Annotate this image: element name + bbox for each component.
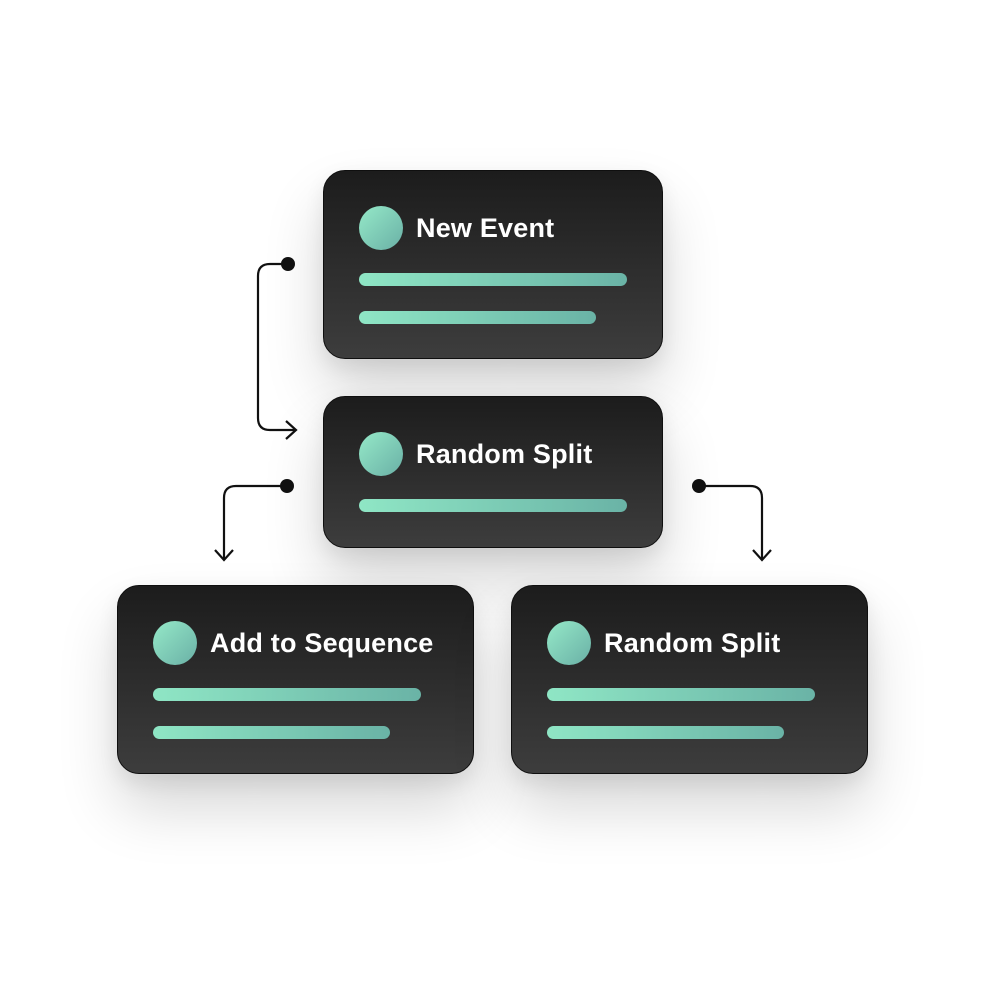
connector-random-split-to-random-split-branch bbox=[692, 479, 772, 562]
connector-start-dot bbox=[281, 257, 295, 271]
arrowhead-down-icon bbox=[214, 549, 234, 562]
node-title: Random Split bbox=[416, 439, 593, 469]
node-avatar-icon bbox=[547, 621, 591, 665]
node-random-split-branch[interactable]: Random Split bbox=[511, 585, 868, 774]
connector-line bbox=[222, 484, 287, 560]
connector-line bbox=[699, 484, 764, 560]
connector-random-split-to-add-to-sequence bbox=[214, 479, 294, 562]
node-title: Random Split bbox=[604, 628, 781, 658]
arrowhead-down-icon bbox=[752, 549, 772, 562]
node-title: Add to Sequence bbox=[210, 628, 434, 658]
arrowhead-right-icon bbox=[285, 420, 298, 440]
placeholder-line bbox=[359, 273, 627, 286]
placeholder-line bbox=[547, 688, 815, 701]
node-random-split[interactable]: Random Split bbox=[323, 396, 663, 548]
node-title: New Event bbox=[416, 213, 555, 243]
placeholder-line bbox=[153, 726, 390, 739]
placeholder-line bbox=[547, 726, 784, 739]
placeholder-line bbox=[359, 499, 627, 512]
placeholder-line bbox=[153, 688, 421, 701]
node-add-to-sequence[interactable]: Add to Sequence bbox=[117, 585, 474, 774]
node-avatar-icon bbox=[359, 206, 403, 250]
connector-start-dot bbox=[692, 479, 706, 493]
node-avatar-icon bbox=[359, 432, 403, 476]
connector-start-dot bbox=[280, 479, 294, 493]
placeholder-line bbox=[359, 311, 596, 324]
connector-line bbox=[256, 262, 296, 432]
node-new-event[interactable]: New Event bbox=[323, 170, 663, 359]
connector-new-event-to-random-split bbox=[256, 257, 298, 440]
node-avatar-icon bbox=[153, 621, 197, 665]
